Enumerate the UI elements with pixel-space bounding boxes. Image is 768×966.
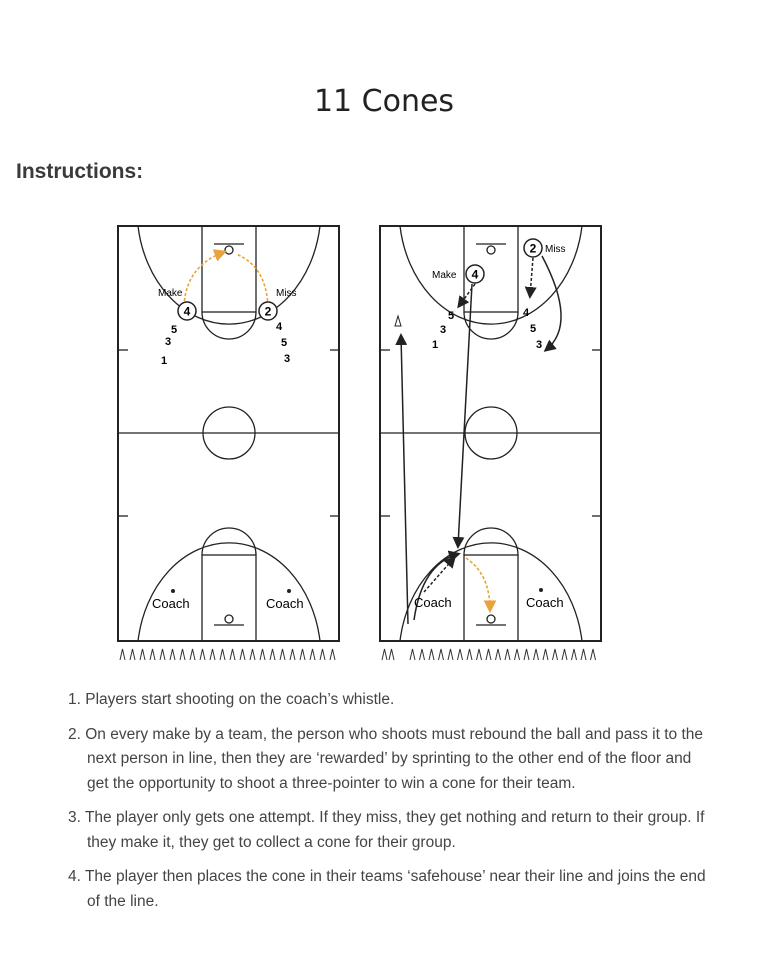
line-right-0: 4: [523, 307, 530, 319]
line-right-1: 5: [530, 323, 536, 335]
cone-icon: [289, 648, 296, 661]
player-miss-number: 2: [530, 242, 537, 256]
cone-icon: [485, 648, 492, 661]
cone-icon: [381, 648, 388, 661]
cone-icon: [159, 648, 166, 661]
coach-left: Coach: [414, 595, 452, 610]
cone-icon: [388, 648, 395, 661]
cone-icon: [561, 648, 568, 661]
cone-icon: [269, 648, 276, 661]
cone-icon: [249, 648, 256, 661]
cone-icon: [319, 648, 326, 661]
line-left-1: 3: [440, 324, 446, 336]
cone-icon: [409, 648, 416, 661]
coach-right: Coach: [266, 596, 304, 611]
cone-icon: [179, 648, 186, 661]
cone-icon: [279, 648, 286, 661]
cone-icon: [476, 648, 482, 661]
make-label: Make: [158, 288, 183, 299]
cone-icon: [229, 648, 236, 661]
coach-right: Coach: [526, 595, 564, 610]
cone-icon: [533, 648, 539, 661]
cone-icon: [149, 648, 156, 661]
cone-icon: [419, 648, 425, 661]
player-left-number: 4: [184, 305, 191, 319]
cone-icon: [552, 648, 558, 661]
court-diagram-right: 4 2 Make Miss 5 3 1 4 5 3 Coach Coach: [379, 225, 602, 661]
miss-label: Miss: [276, 288, 297, 299]
cone-icon: [309, 648, 316, 661]
cone-icon: [299, 648, 306, 661]
cone-icon: [219, 648, 226, 661]
cone-icon: [495, 648, 501, 661]
player-right-number: 2: [265, 305, 272, 319]
step-2: 2. On every make by a team, the person w…: [68, 725, 704, 792]
court-diagram-left: 4 2 Make Miss 5 3 1 4 5 3 Coach Coach: [117, 225, 340, 661]
line-right-1: 5: [281, 337, 287, 349]
cone-icon: [438, 648, 444, 661]
cone-icon: [259, 648, 266, 661]
page-title: 11 Cones: [313, 84, 455, 119]
cone-row: [119, 648, 336, 661]
line-right-2: 3: [284, 353, 290, 365]
cone-icon: [514, 648, 520, 661]
cone-row: [381, 648, 596, 661]
cone-icon: [457, 648, 463, 661]
cone-icon: [580, 648, 587, 661]
cone-icon: [523, 648, 530, 661]
cone-icon: [139, 648, 146, 661]
miss-label: Miss: [545, 244, 566, 255]
cone-icon: [590, 648, 596, 661]
cone-icon: [189, 648, 196, 661]
step-1: 1. Players start shooting on the coach’s…: [68, 691, 395, 708]
line-left-0: 5: [171, 324, 177, 336]
cone-icon: [466, 648, 473, 661]
line-left-0: 5: [448, 310, 454, 322]
cone-icon: [329, 648, 336, 661]
step-4: 4. The player then places the cone in th…: [68, 868, 706, 910]
cone-icon: [504, 648, 511, 661]
coach-left: Coach: [152, 596, 190, 611]
instructions-heading: Instructions:: [16, 160, 144, 183]
cone-icon: [428, 648, 435, 661]
cone-icon: [129, 648, 136, 661]
cone-icon: [169, 648, 176, 661]
instruction-steps: 1. Players start shooting on the coach’s…: [68, 688, 708, 924]
line-left-2: 1: [161, 355, 167, 367]
line-right-0: 4: [276, 321, 283, 333]
step-3: 3. The player only gets one attempt. If …: [68, 809, 705, 851]
cone-icon: [209, 648, 216, 661]
player-make-number: 4: [472, 268, 479, 282]
cone-icon: [199, 648, 206, 661]
cone-icon: [571, 648, 577, 661]
line-left-2: 1: [432, 339, 438, 351]
cone-icon: [239, 648, 246, 661]
make-label: Make: [432, 270, 457, 281]
cone-icon: [447, 648, 454, 661]
line-right-2: 3: [536, 339, 542, 351]
line-left-1: 3: [165, 336, 171, 348]
cone-icon: [542, 648, 549, 661]
cone-icon: [119, 648, 126, 661]
